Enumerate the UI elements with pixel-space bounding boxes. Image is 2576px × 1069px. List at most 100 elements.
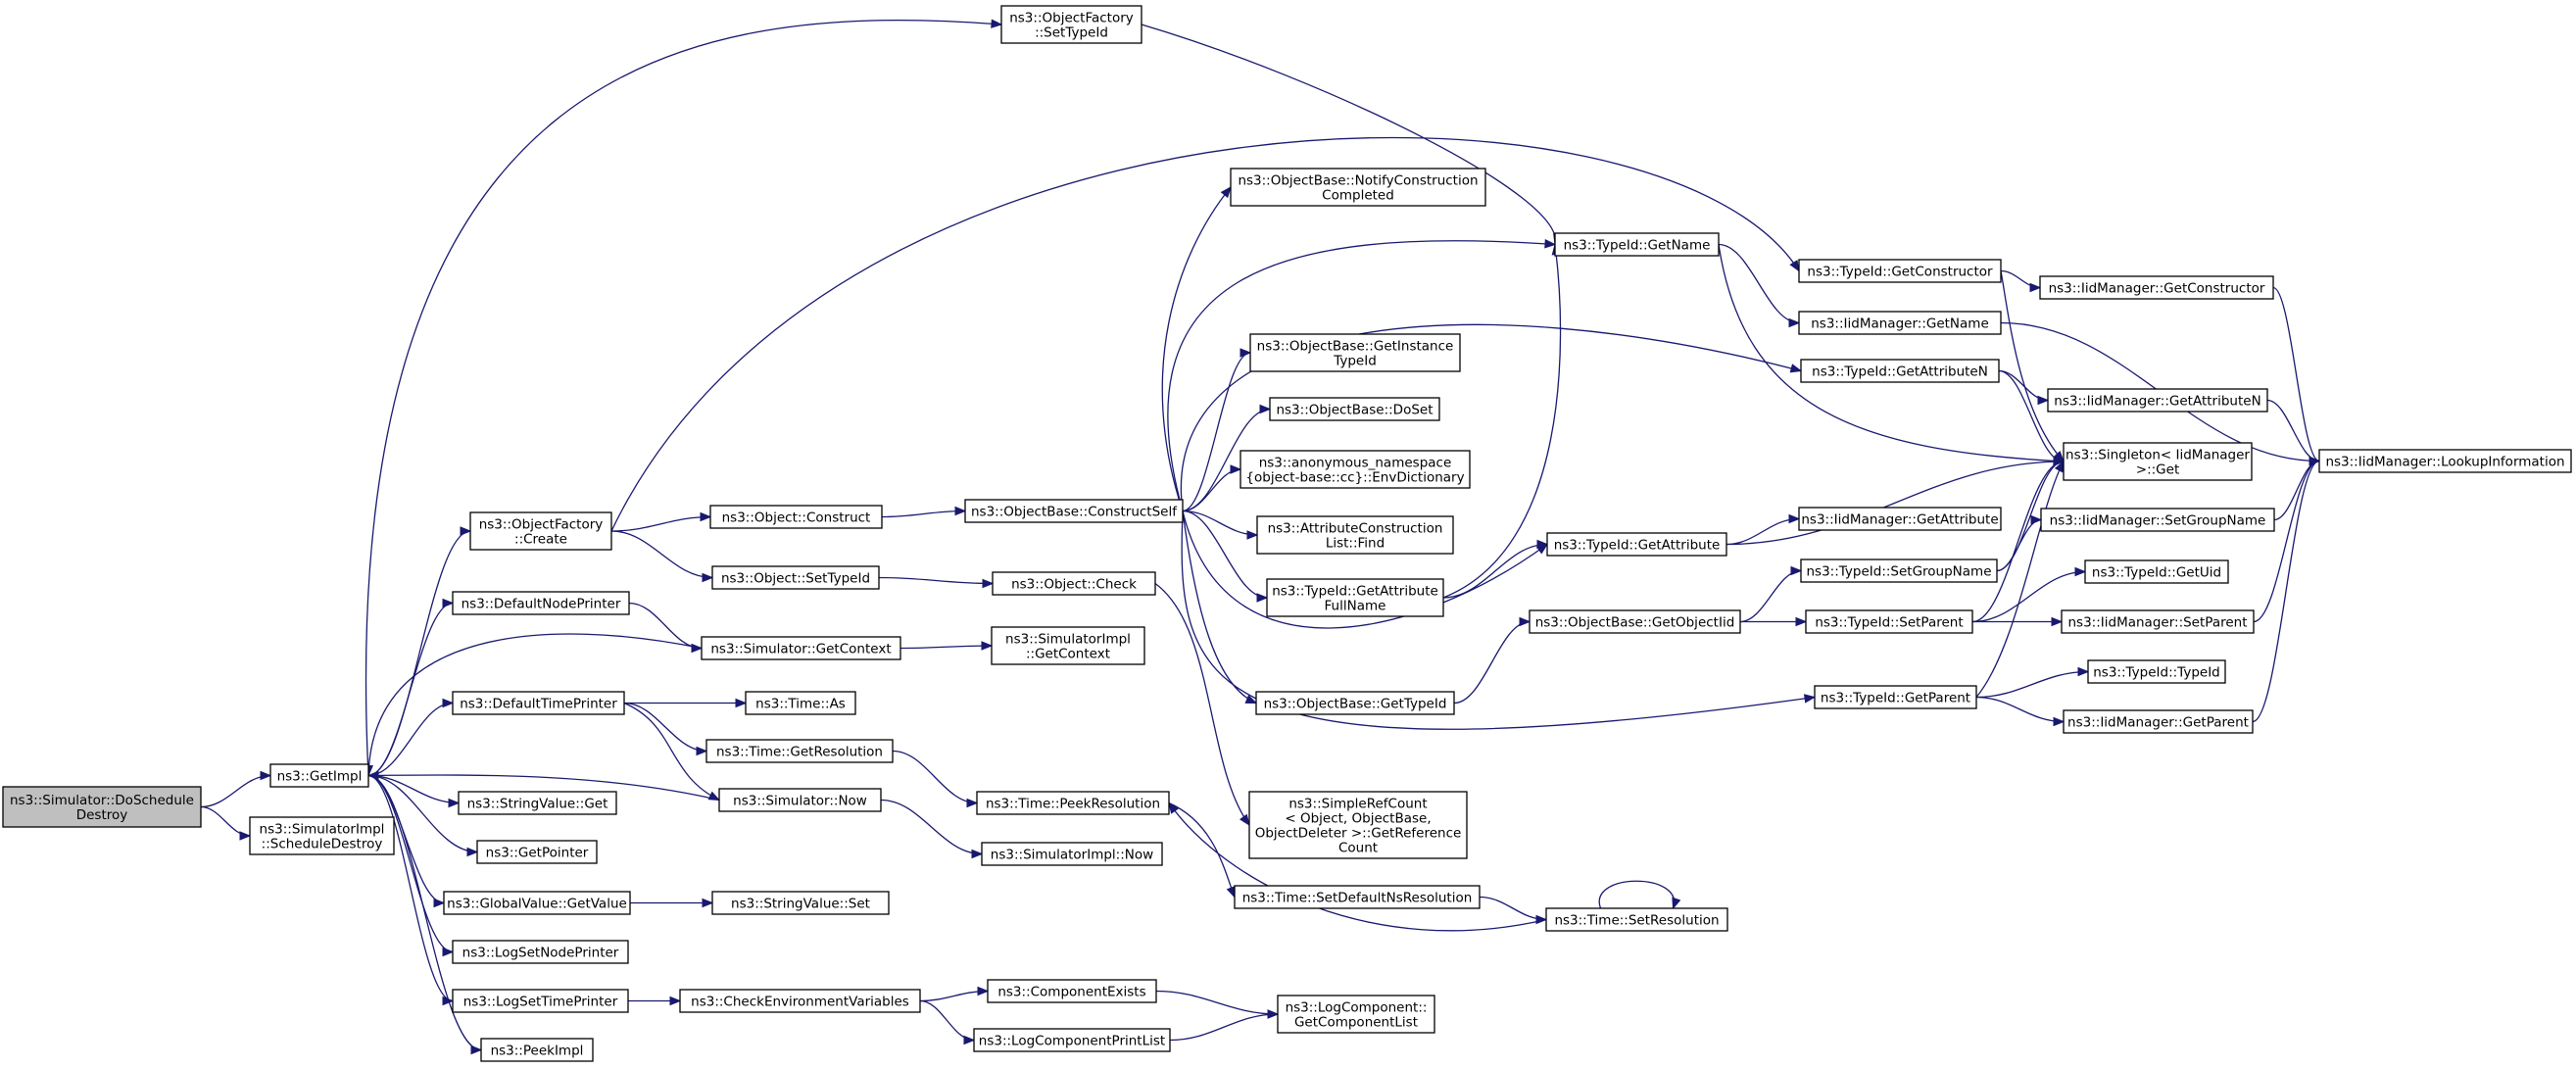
node-box <box>2047 388 2268 413</box>
arrowhead <box>448 798 461 808</box>
node-sim-getcontext[interactable]: ns3::Simulator::GetContext <box>701 636 901 660</box>
node-typeid-typeid[interactable]: ns3::TypeId::TypeId <box>2087 659 2226 684</box>
node-box <box>745 691 856 715</box>
node-logsetnodeprinter[interactable]: ns3::LogSetNodePrinter <box>452 940 629 964</box>
call-edge <box>630 898 714 908</box>
node-box <box>480 1038 594 1062</box>
node-ob-constructself[interactable]: ns3::ObjectBase::ConstructSelf <box>964 499 1184 523</box>
node-iid-getattribute[interactable]: ns3::IidManager::GetAttribute <box>1798 507 2002 531</box>
node-stringvalue-set[interactable]: ns3::StringValue::Set <box>711 891 890 915</box>
call-edge <box>367 774 455 957</box>
node-of-create[interactable]: ns3::ObjectFactory::Create <box>469 511 612 551</box>
node-label: ns3::CheckEnvironmentVariables <box>691 995 909 1010</box>
node-iid-setparent[interactable]: ns3::IidManager::SetParent <box>2061 609 2255 634</box>
arrowhead <box>433 898 446 908</box>
node-iid-getname[interactable]: ns3::IidManager::GetName <box>1798 311 2002 335</box>
call-edge <box>365 19 1003 776</box>
arrowhead <box>470 1045 483 1055</box>
node-typeid-getattribute[interactable]: ns3::TypeId::GetAttribute <box>1546 532 1727 557</box>
node-simplerefcount[interactable]: ns3::SimpleRefCount< Object, ObjectBase,… <box>1248 791 1468 859</box>
node-stringvalue-get[interactable]: ns3::StringValue::Get <box>458 791 617 815</box>
node-box <box>711 891 890 915</box>
node-simimpl-scheddestroy[interactable]: ns3::SimulatorImpl::ScheduleDestroy <box>249 816 395 855</box>
call-edge <box>1971 457 2066 623</box>
arrowhead <box>1789 364 1803 373</box>
arrowhead <box>696 746 708 756</box>
node-time-setdefaultns[interactable]: ns3::Time::SetDefaultNsResolution <box>1234 885 1481 909</box>
node-label: ::ScheduleDestroy <box>262 837 383 852</box>
node-ob-doset[interactable]: ns3::ObjectBase::DoSet <box>1269 397 1440 421</box>
node-label: ns3::PeekImpl <box>491 1044 584 1059</box>
node-label: < Object, ObjectBase, <box>1285 811 1431 827</box>
node-label: ns3::SimulatorImpl::Now <box>991 848 1153 863</box>
node-label: GetComponentList <box>1294 1015 1418 1031</box>
node-box <box>981 842 1163 866</box>
node-box <box>1805 609 1973 634</box>
node-logcompprintlist[interactable]: ns3::LogComponentPrintList <box>973 1028 1171 1052</box>
node-typeid-getname[interactable]: ns3::TypeId::GetName <box>1554 232 1720 257</box>
node-typeid-getparent[interactable]: ns3::TypeId::GetParent <box>1814 685 1977 709</box>
node-of-settypeid[interactable]: ns3::ObjectFactory::SetTypeId <box>1000 5 1142 44</box>
node-singleton-get[interactable]: ns3::Singleton< IidManager>::Get <box>2063 442 2253 481</box>
node-logsettimeprinter[interactable]: ns3::LogSetTimePrinter <box>452 989 629 1013</box>
node-iid-getconstructor[interactable]: ns3::IidManager::GetConstructor <box>2039 275 2274 300</box>
call-edge <box>367 774 461 808</box>
node-ob-getobjectiid[interactable]: ns3::ObjectBase::GetObjectIid <box>1529 609 1741 634</box>
node-ob-notify[interactable]: ns3::ObjectBase::NotifyConstructionCompl… <box>1230 168 1486 207</box>
arrowhead <box>977 986 990 996</box>
node-typeid-getuid[interactable]: ns3::TypeId::GetUid <box>2084 559 2229 584</box>
node-typeid-setgroupname[interactable]: ns3::TypeId::SetGroupName <box>1800 559 1998 583</box>
node-time-setresolution[interactable]: ns3::Time::SetResolution <box>1545 907 1728 932</box>
arrowhead <box>366 770 379 781</box>
node-globalvalue-getvalue[interactable]: ns3::GlobalValue::GetValue <box>443 891 631 915</box>
node-typeid-setparent[interactable]: ns3::TypeId::SetParent <box>1805 609 1973 634</box>
node-simimpl-now[interactable]: ns3::SimulatorImpl::Now <box>981 842 1163 866</box>
node-peekimpl[interactable]: ns3::PeekImpl <box>480 1038 594 1062</box>
node-simimpl-getcontext[interactable]: ns3::SimulatorImpl::GetContext <box>991 626 1145 665</box>
arrowhead <box>702 572 714 583</box>
node-defnodeprinter[interactable]: ns3::DefaultNodePrinter <box>452 591 630 615</box>
arrowhead <box>971 849 984 859</box>
node-label: Count <box>1338 841 1378 856</box>
node-iid-getparent[interactable]: ns3::IidManager::GetParent <box>2063 709 2254 734</box>
node-box <box>1248 791 1468 859</box>
call-edge <box>2000 270 2065 462</box>
node-box <box>476 840 598 864</box>
node-ob-gettypeid[interactable]: ns3::ObjectBase::GetTypeId <box>1255 691 1455 715</box>
call-edge <box>919 999 976 1045</box>
node-object-construct[interactable]: ns3::Object::Construct <box>709 505 883 529</box>
node-label: ::Create <box>514 532 567 548</box>
call-edge <box>1739 565 1803 623</box>
node-envdict[interactable]: ns3::anonymous_namespace{object-base::cc… <box>1239 450 1471 489</box>
node-sim-now[interactable]: ns3::Simulator::Now <box>718 788 882 812</box>
node-box <box>452 940 629 964</box>
call-edge <box>881 506 967 518</box>
arrowhead <box>963 1035 976 1045</box>
node-label: ns3::SimulatorImpl <box>260 822 385 838</box>
call-edge <box>1154 582 1250 827</box>
node-iid-lookup[interactable]: ns3::IidManager::LookupInformation <box>2318 449 2572 473</box>
node-componentexists[interactable]: ns3::ComponentExists <box>987 979 1157 1003</box>
node-getimpl[interactable]: ns3::GetImpl <box>269 763 369 788</box>
node-object-settypeid[interactable]: ns3::Object::SetTypeId <box>711 565 880 590</box>
node-deftimeprinter[interactable]: ns3::DefaultTimePrinter <box>452 691 625 715</box>
node-time-as[interactable]: ns3::Time::As <box>745 691 856 715</box>
node-iid-getattributen[interactable]: ns3::IidManager::GetAttributeN <box>2047 388 2268 413</box>
node-object-check[interactable]: ns3::Object::Check <box>992 571 1156 596</box>
node-typeid-getattributen[interactable]: ns3::TypeId::GetAttributeN <box>1800 359 2000 383</box>
arrowhead <box>735 698 748 708</box>
arrowhead <box>669 996 682 1006</box>
call-edge <box>1725 513 1801 546</box>
node-typeid-getconstructor[interactable]: ns3::TypeId::GetConstructor <box>1798 259 2002 283</box>
node-checkenv[interactable]: ns3::CheckEnvironmentVariables <box>679 989 921 1013</box>
node-time-peekres[interactable]: ns3::Time::PeekResolution <box>976 791 1170 815</box>
node-box <box>2061 609 2255 634</box>
node-iid-setgroupname[interactable]: ns3::IidManager::SetGroupName <box>2040 508 2275 532</box>
node-logcomp-getlist[interactable]: ns3::LogComponent::GetComponentList <box>1277 995 1435 1034</box>
node-getpointer[interactable]: ns3::GetPointer <box>476 840 598 864</box>
node-time-getresolution[interactable]: ns3::Time::GetResolution <box>705 739 894 763</box>
